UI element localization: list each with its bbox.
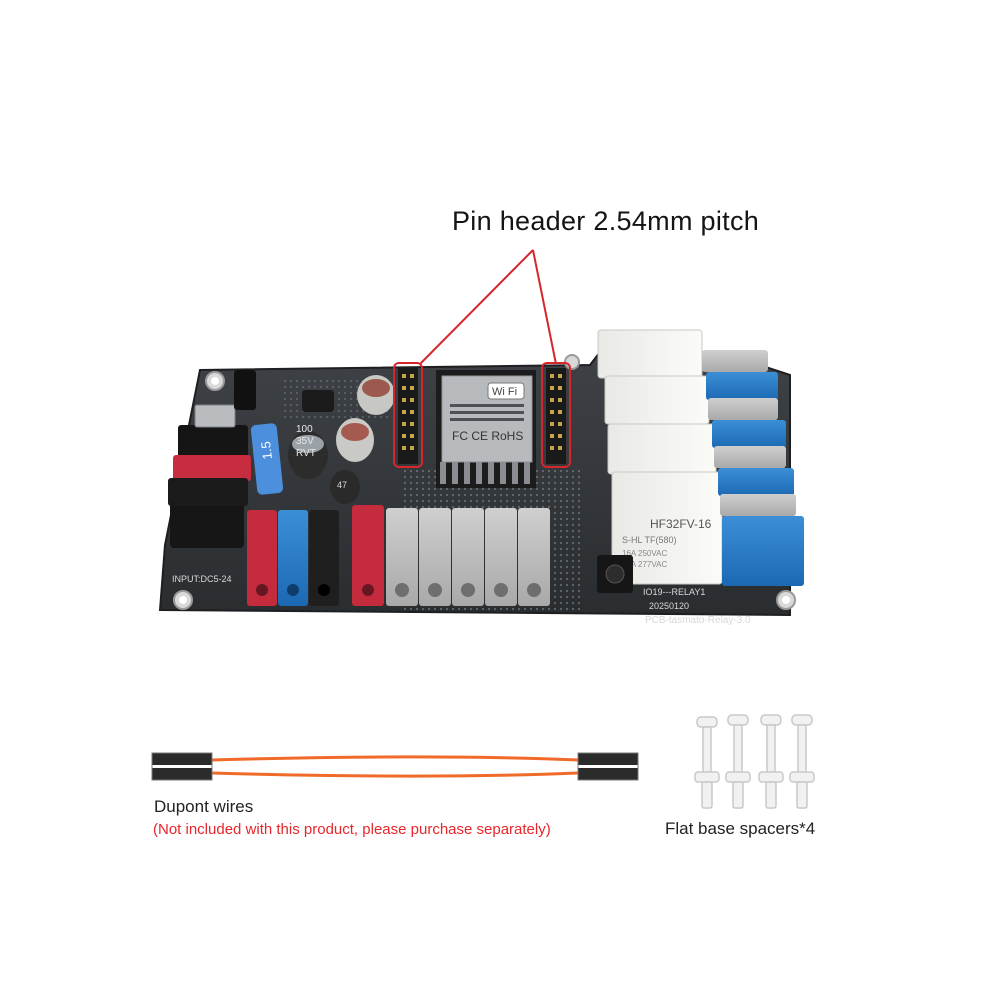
cap-label-2: 35V xyxy=(296,436,314,447)
wifi-logo: Wi Fi xyxy=(492,386,517,398)
fuse-label: 1.5 xyxy=(258,441,275,461)
dupont-wires-note: (Not included with this product, please … xyxy=(153,821,551,838)
relays: HF32FV-16 S-HL TF(580) 16A 250VAC 16A 27… xyxy=(597,329,723,585)
terminal-block-gray xyxy=(386,508,550,606)
relay-rating-2: 16A 277VAC xyxy=(622,560,667,569)
leader-line-right xyxy=(532,249,557,365)
relay-rating-1: 16A 250VAC xyxy=(622,549,667,558)
push-button xyxy=(234,370,256,410)
terminal-block-colored xyxy=(247,505,384,606)
fuse: 1.5 xyxy=(250,423,284,495)
silkscreen-board-name: PCB-tasmato-Relay-3.0 xyxy=(645,615,751,626)
leader-line-left xyxy=(419,249,534,365)
spacer-2 xyxy=(725,714,751,809)
spacer-3 xyxy=(758,714,784,809)
cap-label-4: 47 xyxy=(337,480,347,490)
relay-model-label: HF32FV-16 xyxy=(650,517,712,531)
cap-label-1: 100 xyxy=(296,424,313,435)
flat-base-spacers xyxy=(694,714,815,809)
dupont-wires xyxy=(151,752,639,781)
pin-header-callout-label: Pin header 2.54mm pitch xyxy=(452,206,760,236)
module-certs: FC CE RoHS xyxy=(452,429,523,443)
cap-label-3: RVT xyxy=(296,448,316,459)
relay-terminals xyxy=(702,350,804,586)
callout-box-left xyxy=(393,362,423,468)
silkscreen-date: 20250120 xyxy=(649,601,689,611)
wifi-module: Wi Fi FC CE RoHS xyxy=(436,370,536,488)
spacer-4 xyxy=(789,714,815,809)
pin-header-left xyxy=(398,368,418,464)
spacers-caption: Flat base spacers*4 xyxy=(665,819,816,838)
mount-hole-top-middle xyxy=(564,354,580,370)
inductor xyxy=(302,390,334,412)
dupont-connector-right xyxy=(578,753,638,765)
relay-sub-label: S-HL TF(580) xyxy=(622,535,677,545)
silkscreen-input: INPUT:DC5-24 xyxy=(172,574,232,584)
capacitors: 100 35V RVT 47 xyxy=(288,375,395,504)
power-terminal-red xyxy=(168,455,251,506)
usb-port xyxy=(194,404,236,428)
dupont-connector-left xyxy=(152,753,212,765)
silkscreen-io: IO19---RELAY1 xyxy=(643,587,705,597)
spacer-1 xyxy=(694,716,720,809)
dupont-wires-caption: Dupont wires xyxy=(154,797,254,816)
pin-header-right xyxy=(546,368,566,464)
callout-markers xyxy=(393,249,571,468)
